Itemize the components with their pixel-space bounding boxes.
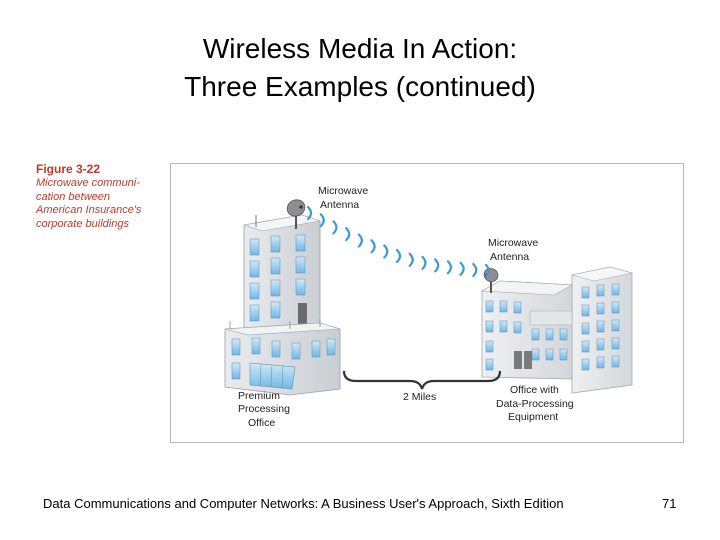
- right-building: [480, 266, 633, 394]
- right-building-label-line-1: Office with: [510, 384, 559, 396]
- signal-arc: [446, 260, 452, 275]
- caption-line-4: corporate buildings: [36, 217, 129, 230]
- signal-arc: [332, 220, 338, 235]
- right-antenna-label-line-2: Antenna: [490, 251, 529, 263]
- left-building-label-line-3: Office: [248, 417, 275, 429]
- distance-label: 2 Miles: [403, 391, 436, 403]
- left-building-label-line-2: Processing: [238, 403, 290, 415]
- signal-arc: [383, 244, 389, 259]
- signal-arc: [434, 258, 440, 273]
- figure-caption: Figure 3-22 Microwave communi- cation be…: [36, 162, 166, 231]
- microwave-diagram: Microwave Antenna Microwave Antenna Prem…: [224, 185, 633, 429]
- caption-line-3: American Insurance's: [36, 204, 142, 216]
- figure-frame: [170, 163, 684, 443]
- caption-line-1: Microwave communi-: [36, 177, 140, 189]
- footer-citation: Data Communications and Computer Network…: [43, 496, 564, 511]
- page-number: 71: [662, 496, 677, 511]
- microwave-signal: [306, 205, 491, 279]
- signal-arc: [484, 263, 491, 279]
- right-building-label-line-2: Data-Processing: [496, 398, 574, 410]
- left-building: [224, 214, 341, 396]
- signal-arc: [421, 255, 427, 270]
- slide-title-line-2: Three Examples (continued): [184, 71, 536, 102]
- right-building-label-line-3: Equipment: [508, 411, 558, 423]
- signal-arc: [319, 213, 325, 228]
- distance-brace: [342, 370, 502, 390]
- left-antenna-label-line-1: Microwave: [318, 185, 368, 197]
- caption-line-2: cation between: [36, 190, 110, 203]
- right-antenna-label-line-1: Microwave: [488, 237, 538, 249]
- signal-arc: [357, 233, 363, 248]
- signal-arc: [370, 239, 376, 254]
- slide-title-line-1: Wireless Media In Action:: [202, 33, 518, 64]
- left-building-label-line-1: Premium: [238, 390, 280, 402]
- slide-title: Wireless Media In Action: Three Examples…: [0, 30, 720, 106]
- left-antenna-icon: [286, 199, 306, 229]
- signal-arc: [395, 248, 402, 264]
- signal-arc: [345, 227, 351, 242]
- signal-arc: [472, 262, 478, 278]
- figure-number: Figure 3-22: [36, 162, 101, 176]
- left-antenna-label-line-2: Antenna: [320, 199, 359, 211]
- signal-arc: [459, 261, 465, 276]
- signal-arc: [408, 252, 414, 267]
- signal-arc: [306, 205, 313, 221]
